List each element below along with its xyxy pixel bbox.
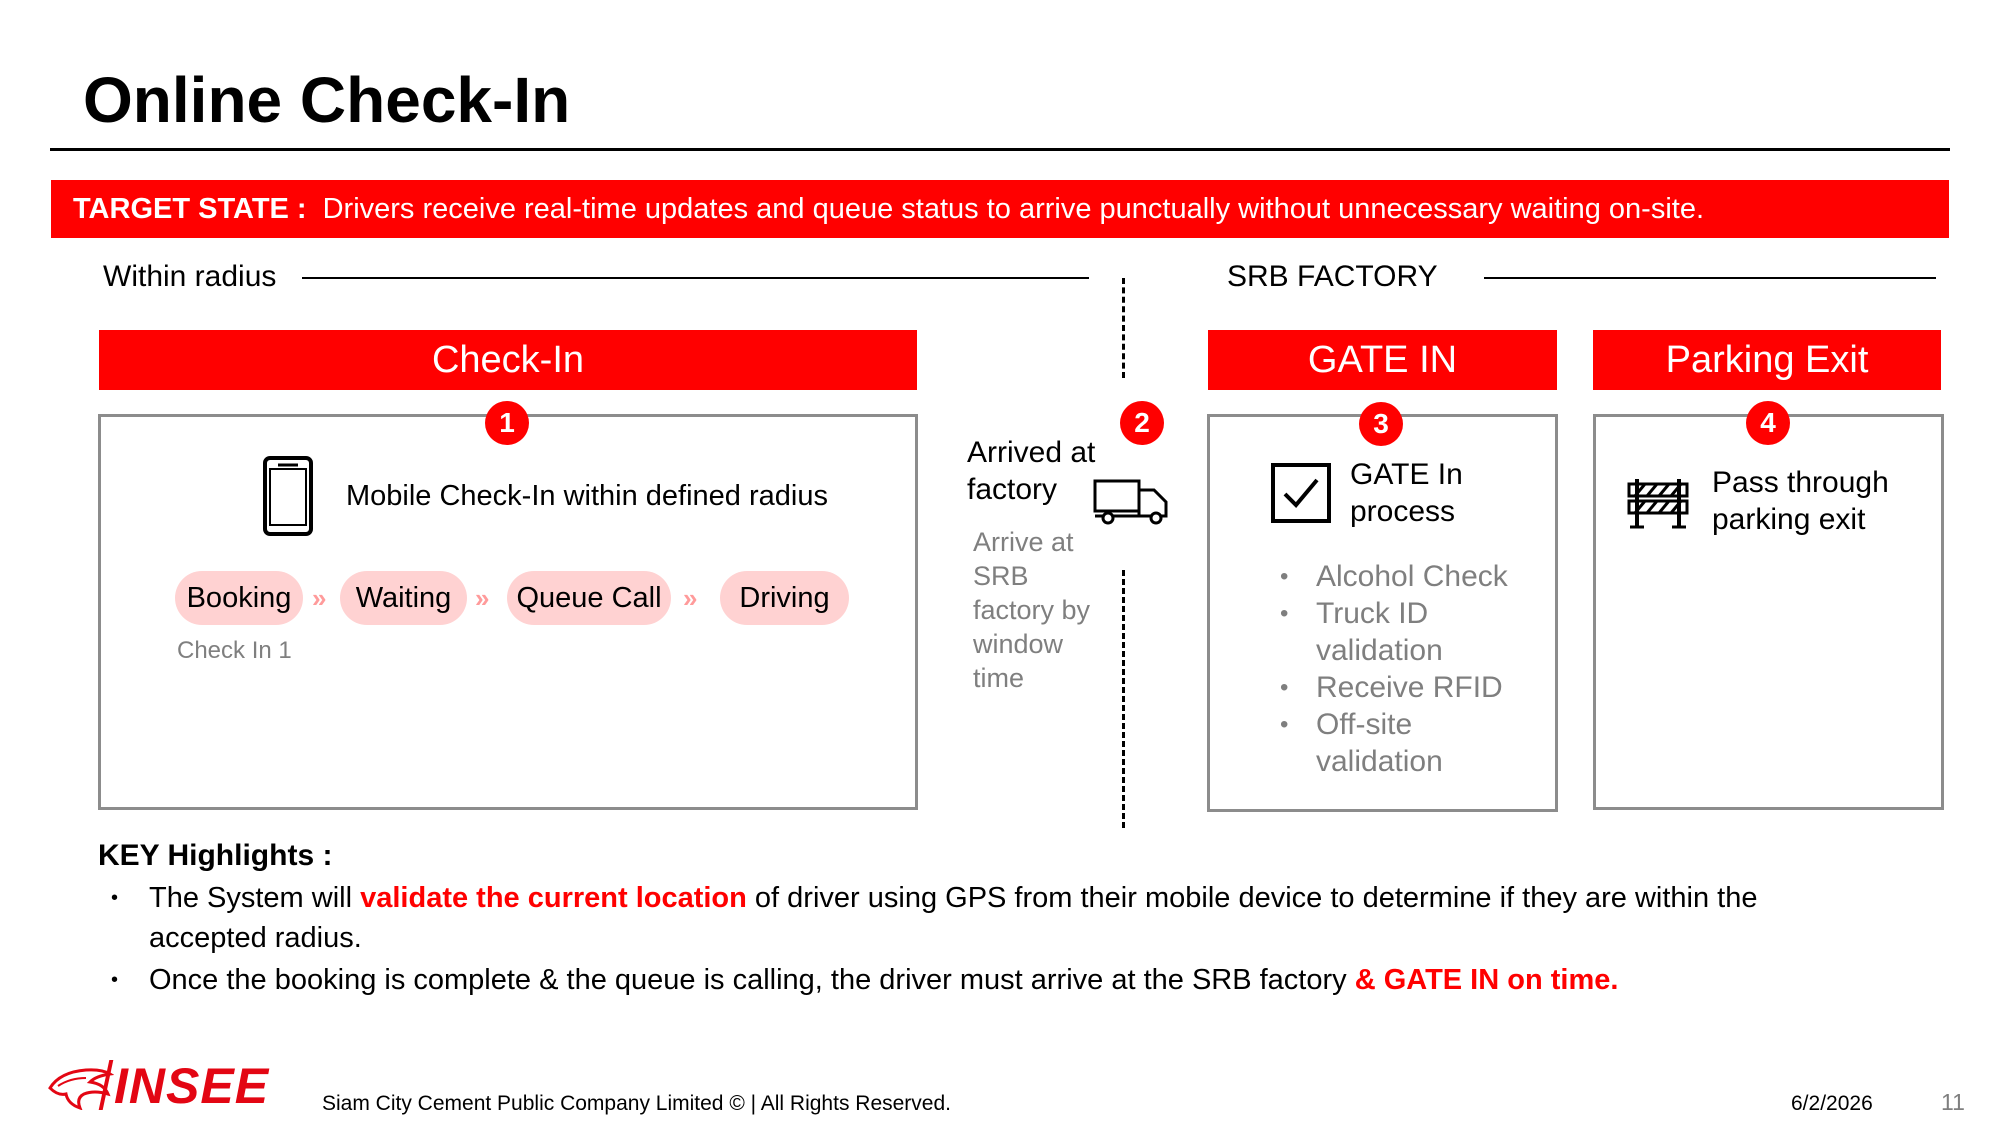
step-badge-3: 3 [1359,402,1403,446]
page-number: 11 [1941,1089,1965,1115]
page-title: Online Check-In [83,64,571,136]
parking-heading: Pass through parking exit [1712,464,1889,538]
highlight-item-2: Once the booking is complete & the queue… [149,964,1619,996]
chevron-right-icon: » [312,583,327,613]
arrive-heading-line2: factory [967,473,1058,506]
pill-driving: Driving [720,571,849,625]
section-rule-right [1484,277,1936,279]
footer-date: 6/2/2026 [1791,1092,1873,1115]
section-label-within-radius: Within radius [103,260,277,293]
gatein-heading-line1: GATE In [1350,458,1463,491]
road-barrier-icon [1627,479,1689,529]
pill-queue-call: Queue Call [507,571,671,625]
gatein-heading: GATE In process [1350,456,1463,530]
delivery-truck-icon [1093,479,1168,525]
target-state-label: TARGET STATE : [73,193,307,225]
arrive-desc-line: time [973,663,1025,693]
pill-waiting: Waiting [340,571,467,625]
arrive-heading: Arrived at factory [967,434,1095,508]
separator-dashed-bottom [1122,570,1125,828]
checkbox-checked-icon [1271,463,1331,523]
step-badge-4: 4 [1746,401,1790,445]
brand-logo: INSEE [114,1058,270,1114]
bullet-icon: • [111,969,119,991]
parking-heading-line2: parking exit [1712,503,1866,536]
arrive-heading-line1: Arrived at [967,436,1096,469]
key-highlights-title: KEY Highlights : [98,839,333,872]
checkin-heading: Mobile Check-In within defined radius [346,480,828,512]
checkin-header: Check-In [99,330,917,390]
parking-heading-line1: Pass through [1712,466,1889,499]
arrive-desc-line: Arrive at [973,527,1074,557]
separator-dashed-top [1122,278,1125,378]
gatein-header: GATE IN [1208,330,1557,390]
step-badge-2: 2 [1120,401,1164,445]
target-state-text: Drivers receive real-time updates and qu… [322,193,1705,225]
gatein-heading-line2: process [1350,495,1456,528]
list-item: Alcohol Check [1278,558,1548,595]
parking-box [1593,414,1944,810]
list-item: Receive RFID [1278,669,1548,706]
arrive-desc-line: factory by [973,595,1091,625]
chevron-right-icon: » [683,583,698,613]
target-state-banner: TARGET STATE : Drivers receive real-time … [51,180,1949,238]
parking-header: Parking Exit [1593,330,1941,390]
mobile-phone-icon [263,456,313,536]
highlight-emphasis: & GATE IN on time. [1354,964,1619,996]
highlight-item-1: The System will validate the current loc… [149,882,1758,954]
arrive-desc-line: window [973,629,1064,659]
section-rule-left [302,277,1089,279]
checkin-caption: Check In 1 [177,637,292,664]
eagle-logo-icon [48,1068,114,1110]
title-divider [50,148,1950,151]
highlight-emphasis: validate the current location [360,882,747,914]
bullet-icon: • [111,887,119,909]
step-badge-1: 1 [485,401,529,445]
section-label-srb-factory: SRB FACTORY [1227,260,1438,293]
arrive-desc-line: SRB [973,561,1029,591]
footer-copyright: Siam City Cement Public Company Limited … [322,1092,951,1115]
arrive-description: Arrive at SRB factory by window time [973,525,1090,695]
chevron-right-icon: » [475,583,490,613]
pill-booking: Booking [175,571,303,625]
